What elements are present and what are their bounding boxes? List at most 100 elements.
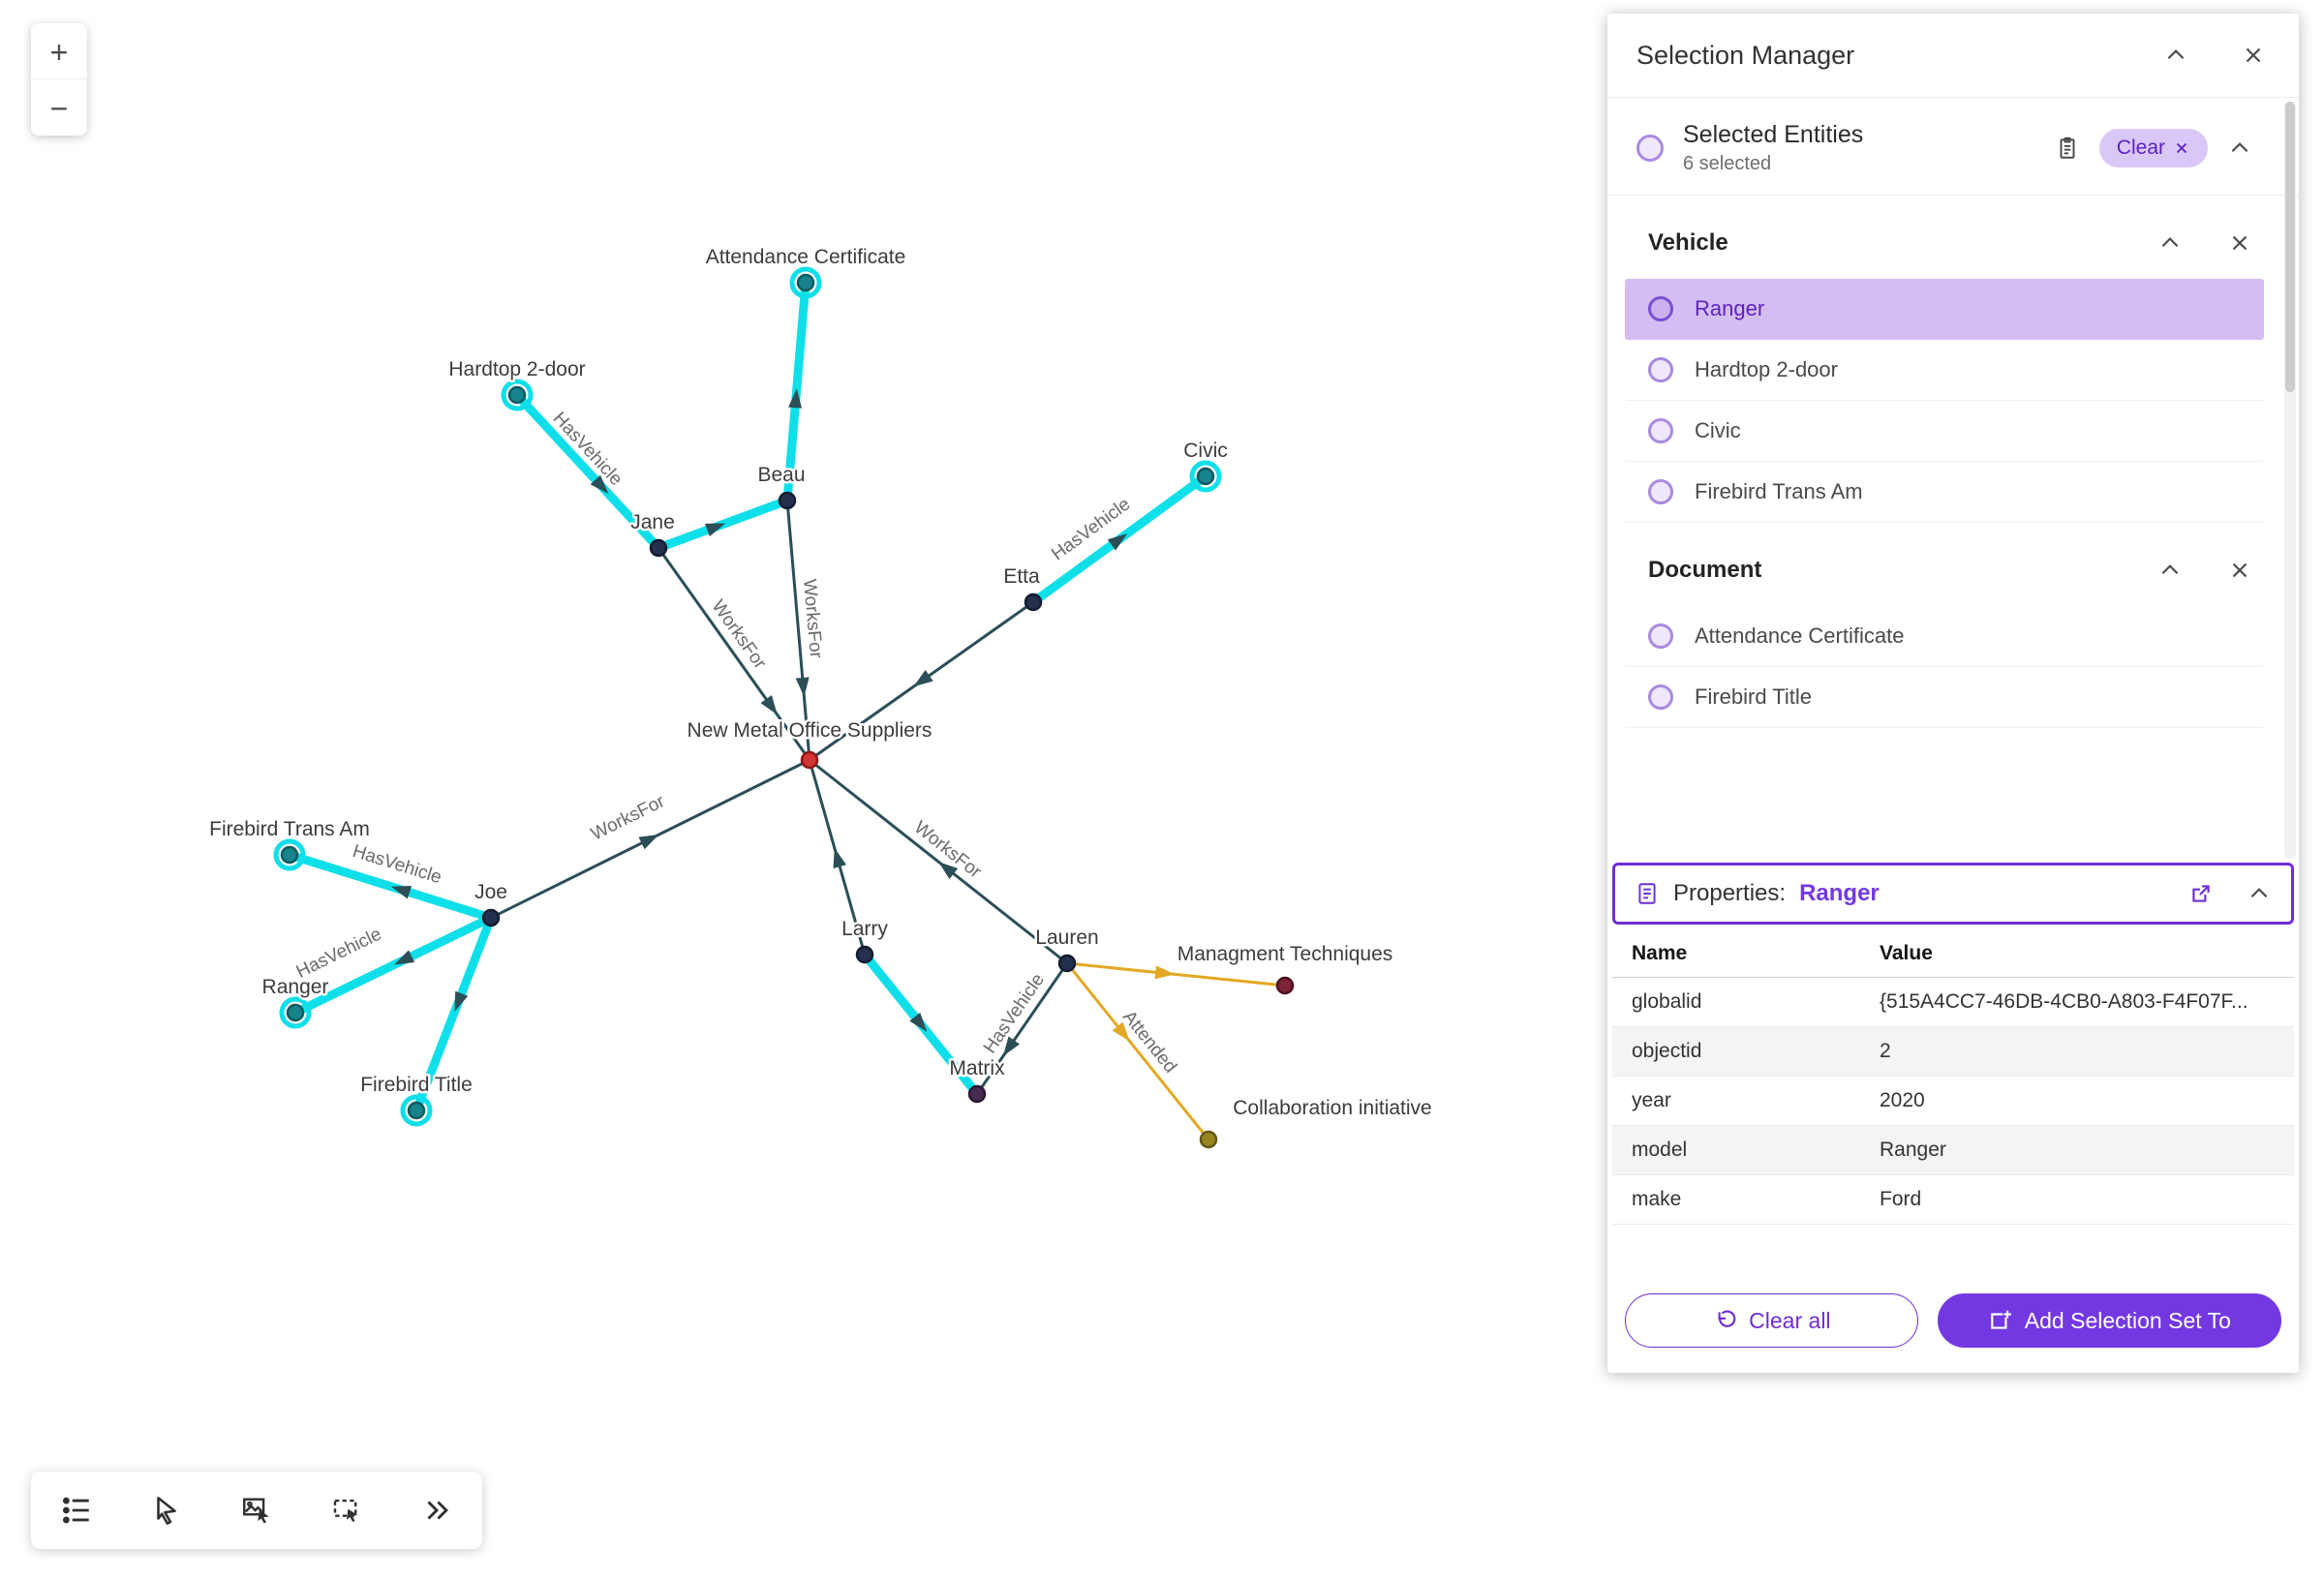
edge-label: HasVehicle xyxy=(1048,494,1134,564)
group-close-button[interactable] xyxy=(2227,230,2252,256)
properties-title: Properties: xyxy=(1673,880,1787,906)
graph-edge-lauren-matrix[interactable] xyxy=(975,962,1069,1095)
graph-node-beau[interactable] xyxy=(778,491,797,510)
clear-selection-button[interactable]: Clear xyxy=(2098,129,2208,167)
graph-node-mgmt[interactable] xyxy=(1275,976,1295,995)
entity-label: Firebird Trans Am xyxy=(1695,479,1863,503)
selected-entities-count: 6 selected xyxy=(1683,153,1772,174)
node-label: Civic xyxy=(1183,440,1228,462)
entity-label: Firebird Title xyxy=(1695,684,1813,709)
graph-node-etta[interactable] xyxy=(1024,592,1043,612)
edge-arrow-icon xyxy=(795,677,810,697)
graph-node-lauren[interactable] xyxy=(1057,954,1077,973)
layer-list-icon[interactable] xyxy=(36,1479,117,1541)
zoom-out-button[interactable]: − xyxy=(31,79,87,136)
copy-selection-icon[interactable] xyxy=(2055,136,2080,161)
panel-scrollbar-thumb[interactable] xyxy=(2285,102,2295,392)
entity-row-civic[interactable]: Civic xyxy=(1625,401,2264,462)
column-header-value: Value xyxy=(1860,927,2294,978)
entity-row-attendance-certificate[interactable]: Attendance Certificate xyxy=(1625,606,2264,667)
graph-node-hardtop[interactable] xyxy=(507,385,527,405)
node-label: Etta xyxy=(1003,565,1040,588)
group-name: Document xyxy=(1648,557,1762,583)
add-selection-set-button[interactable]: Add Selection Set To xyxy=(1937,1293,2281,1348)
node-label: Larry xyxy=(841,918,888,940)
graph-node-ftitle[interactable] xyxy=(407,1101,426,1120)
selected-entities-title: Selected Entities xyxy=(1683,121,1864,148)
selected-entities-collapse-button[interactable] xyxy=(2227,136,2252,161)
zoom-control: + − xyxy=(31,23,87,136)
property-name: make xyxy=(1612,1174,1860,1225)
properties-entity-name: Ranger xyxy=(1799,880,1880,906)
edge-arrow-icon xyxy=(760,695,778,715)
node-label: Jane xyxy=(630,511,675,533)
graph-node-larry[interactable] xyxy=(855,945,874,964)
property-row: year 2020 xyxy=(1612,1076,2294,1126)
graph-node-civic[interactable] xyxy=(1196,467,1215,486)
node-selection-ring xyxy=(400,1094,433,1127)
graph-edge-lauren-nmos[interactable] xyxy=(809,758,1068,965)
graph-node-nmos[interactable] xyxy=(800,750,819,770)
entity-row-firebird-title[interactable]: Firebird Title xyxy=(1625,667,2264,728)
graph-node-joe[interactable] xyxy=(481,908,501,927)
graph-node-ranger[interactable] xyxy=(286,1003,305,1022)
entity-row-firebird-trans-am[interactable]: Firebird Trans Am xyxy=(1625,462,2264,523)
entity-label: Ranger xyxy=(1695,296,1765,320)
entity-row-hardtop[interactable]: Hardtop 2-door xyxy=(1625,340,2264,401)
open-properties-icon[interactable] xyxy=(2188,881,2214,906)
clear-all-button[interactable]: Clear all xyxy=(1625,1293,1918,1348)
expand-tools-icon[interactable] xyxy=(396,1479,477,1541)
group-close-button[interactable] xyxy=(2227,558,2252,583)
entity-icon xyxy=(1648,357,1673,382)
node-label: Managment Techniques xyxy=(1177,943,1393,965)
edge-arrow-icon xyxy=(833,847,846,869)
graph-edge-beau-nmos[interactable] xyxy=(785,500,811,761)
zoom-in-button[interactable]: + xyxy=(31,23,87,79)
entity-row-ranger[interactable]: Ranger xyxy=(1625,279,2264,340)
select-features-icon[interactable] xyxy=(216,1479,297,1541)
add-selection-icon xyxy=(1991,1310,2011,1329)
node-label: Firebird Title xyxy=(360,1074,473,1096)
graph-node-fta[interactable] xyxy=(280,845,299,865)
node-selection-ring xyxy=(1189,460,1222,493)
undo-icon xyxy=(1718,1310,1736,1327)
property-row: globalid {515A4CC7-46DB-4CB0-A803-F4F07F… xyxy=(1612,977,2294,1027)
edge-arrow-icon xyxy=(1112,1021,1130,1042)
graph-edge-joe-ranger[interactable] xyxy=(293,913,493,1018)
entity-icon xyxy=(1648,479,1673,504)
properties-section: Properties: Ranger Name Value globalid xyxy=(1607,863,2299,1225)
graph-node-jane[interactable] xyxy=(649,538,668,558)
group-header-vehicle: Vehicle xyxy=(1607,207,2299,279)
graph-node-matrix[interactable] xyxy=(967,1084,987,1104)
graph-node-collab[interactable] xyxy=(1199,1130,1218,1149)
properties-collapse-button[interactable] xyxy=(2247,881,2272,906)
pointer-select-icon[interactable] xyxy=(126,1479,207,1541)
graph-edge-lauren-mgmt[interactable] xyxy=(1066,961,1286,988)
graph-edge-joe-fta[interactable] xyxy=(288,850,493,923)
graph-edge-hardtop-jane[interactable] xyxy=(513,391,662,552)
properties-header[interactable]: Properties: Ranger xyxy=(1612,863,2294,925)
group-name: Vehicle xyxy=(1648,229,1728,256)
clear-all-label: Clear all xyxy=(1749,1307,1831,1333)
selection-manager-panel: Selection Manager Selected Entities 6 se… xyxy=(1607,14,2299,1373)
graph-edge-joe-ftitle[interactable] xyxy=(412,916,496,1112)
graph-edge-jane-nmos[interactable] xyxy=(657,547,811,761)
panel-close-button[interactable] xyxy=(2241,43,2266,68)
rectangle-select-icon[interactable] xyxy=(306,1479,387,1541)
graph-edge-lauren-collab[interactable] xyxy=(1065,962,1210,1140)
node-selection-ring xyxy=(279,996,312,1029)
group-collapse-button[interactable] xyxy=(2157,558,2183,583)
graph-node-attendance[interactable] xyxy=(796,273,815,292)
entity-label: Attendance Certificate xyxy=(1695,623,1905,648)
property-name: globalid xyxy=(1612,977,1860,1027)
property-value: 2020 xyxy=(1860,1076,2294,1126)
panel-collapse-button[interactable] xyxy=(2163,43,2188,68)
edge-arrow-icon xyxy=(938,862,959,879)
panel-scrollbar[interactable] xyxy=(2284,102,2296,859)
node-label: Joe xyxy=(474,881,507,903)
group-collapse-button[interactable] xyxy=(2157,230,2183,256)
selected-entities-icon xyxy=(1636,135,1664,162)
entity-label: Civic xyxy=(1695,418,1741,442)
panel-footer: Clear all Add Selection Set To xyxy=(1607,1293,2299,1373)
